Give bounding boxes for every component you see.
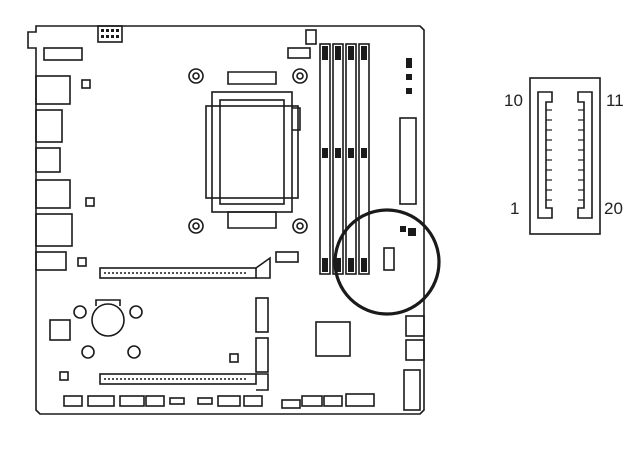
highlight-circle <box>333 208 441 316</box>
small-chip-1 <box>81 79 91 89</box>
chip-left <box>49 319 71 341</box>
mount-hole-2 <box>129 305 143 319</box>
chip-small-5 <box>229 353 239 363</box>
m2-slot-1 <box>255 297 269 333</box>
side-connector <box>403 369 421 411</box>
board-outline <box>27 25 425 415</box>
header-top-fan <box>97 25 123 43</box>
pcie-slot-top <box>99 251 299 279</box>
mount-hole-1 <box>73 305 87 319</box>
dimm-slots <box>319 43 370 275</box>
small-parts-right <box>400 58 416 236</box>
cmos-battery <box>91 303 125 337</box>
header-top-right-2 <box>305 29 317 45</box>
sata-port-1 <box>405 315 425 337</box>
sata-port-2 <box>405 339 425 361</box>
mount-hole-4 <box>127 345 141 359</box>
rear-io-1 <box>35 75 71 105</box>
bottom-headers <box>63 393 375 409</box>
rear-io-4 <box>35 179 71 209</box>
chip-small-4 <box>59 371 69 381</box>
m2-slot-2 <box>255 337 269 373</box>
pin-label-top-left: 10 <box>504 91 523 110</box>
rear-io-5 <box>35 213 73 247</box>
rear-io-6 <box>35 251 67 271</box>
small-chip-3 <box>77 257 87 267</box>
pin-label-bottom-left: 1 <box>510 199 519 218</box>
target-header <box>383 247 395 271</box>
chipset <box>315 321 351 357</box>
pin-label-top-right: 11 <box>606 91 624 110</box>
pin-label-bottom-right: 20 <box>604 199 623 218</box>
atx-power-connector <box>399 117 417 205</box>
pcie-slot-bottom <box>99 373 269 391</box>
battery-holder <box>95 299 121 306</box>
mount-hole-3 <box>81 345 95 359</box>
rear-io-2 <box>35 109 63 143</box>
rear-io-3 <box>35 147 61 173</box>
cpu-socket <box>188 68 308 234</box>
header-top-left <box>43 47 83 61</box>
small-chip-2 <box>85 197 95 207</box>
header-top-right <box>287 47 311 59</box>
connector-detail <box>529 77 601 235</box>
